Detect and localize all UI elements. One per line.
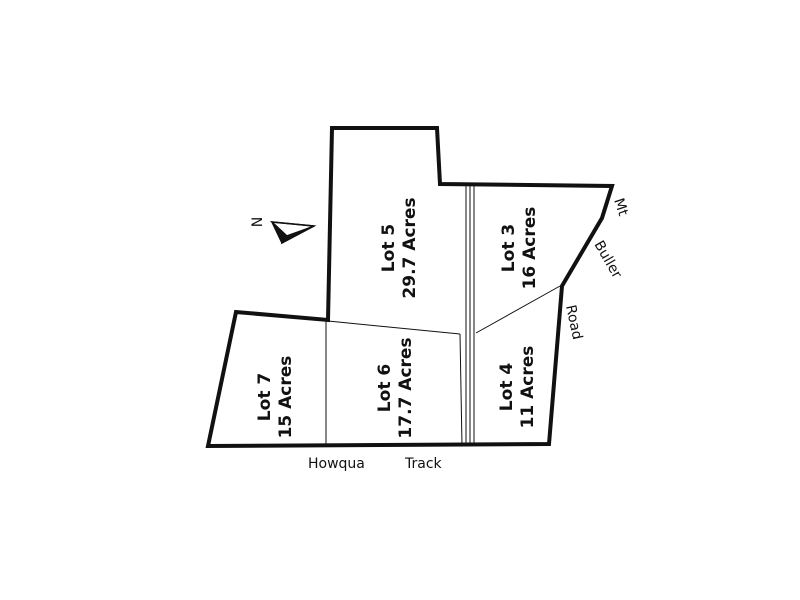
lot3-name: Lot 3 [499, 224, 519, 272]
north-arrow-label: N [250, 217, 266, 227]
lot6-name: Lot 6 [375, 364, 395, 412]
property-boundary [205, 126, 615, 449]
lot4-name: Lot 4 [497, 363, 517, 412]
lot7-label: Lot 7 15 Acres [255, 356, 296, 439]
lot7-area: 15 Acres [276, 356, 296, 439]
lot6-label: Lot 6 17.7 Acres [375, 337, 416, 438]
lot5-area: 29.7 Acres [400, 197, 420, 298]
lot3-label: Lot 3 16 Acres [499, 207, 540, 290]
lot6-area: 17.7 Acres [396, 337, 416, 438]
boundary-lot5-lot6 [327, 320, 461, 335]
lot3-area: 16 Acres [520, 207, 540, 290]
mt-buller-road-label-word-1: Mt [610, 196, 631, 218]
howqua-track-label-word-1: Howqua [308, 456, 365, 472]
lot4-label: Lot 4 11 Acres [497, 346, 538, 429]
boundary-lot3-lot4 [475, 285, 561, 334]
lot5-label: Lot 5 29.7 Acres [379, 197, 420, 298]
north-arrow-icon [269, 221, 317, 245]
mt-buller-road-label-word-2: Buller [591, 238, 625, 281]
boundary-lot6-east [459, 333, 463, 447]
lot5-name: Lot 5 [379, 224, 399, 272]
lot7-name: Lot 7 [255, 373, 275, 421]
howqua-track-label-word-2: Track [404, 456, 443, 472]
mt-buller-road-label-word-3: Road [562, 304, 585, 342]
lot4-area: 11 Acres [518, 346, 538, 429]
